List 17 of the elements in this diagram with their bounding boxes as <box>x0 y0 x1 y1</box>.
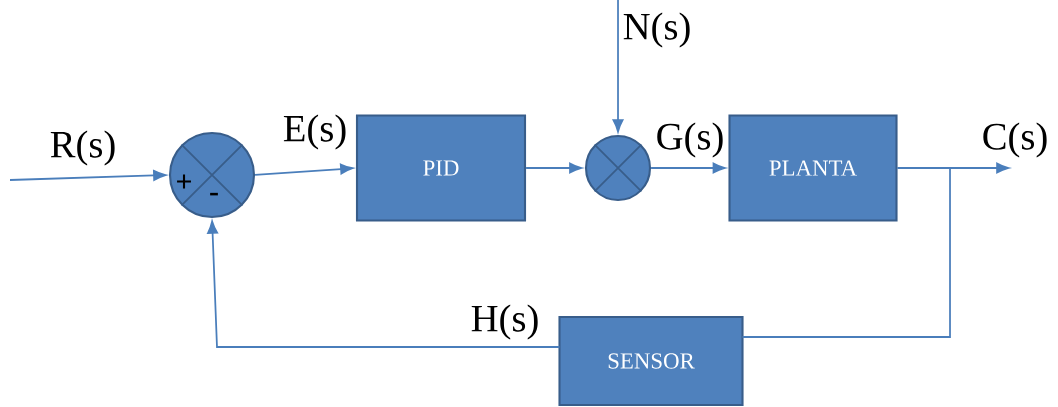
summing-junction <box>584 134 652 202</box>
summing-junction: + - <box>168 131 256 219</box>
arrow <box>612 0 624 133</box>
arrow <box>650 162 726 174</box>
arrow <box>254 163 354 176</box>
edge-label: R(s) <box>50 130 115 166</box>
block-box: PLANTA <box>728 114 898 222</box>
edge-label: H(s) <box>471 304 538 340</box>
block-box: SENSOR <box>558 315 744 407</box>
arrow <box>525 162 583 174</box>
arrow <box>207 220 561 348</box>
block-box: PID <box>355 114 527 222</box>
edge-label: G(s) <box>657 122 723 158</box>
edge-label: N(s) <box>623 12 690 48</box>
edge-label: C(s) <box>983 122 1047 158</box>
arrow <box>9 170 167 181</box>
edge-label: E(s) <box>283 114 346 150</box>
